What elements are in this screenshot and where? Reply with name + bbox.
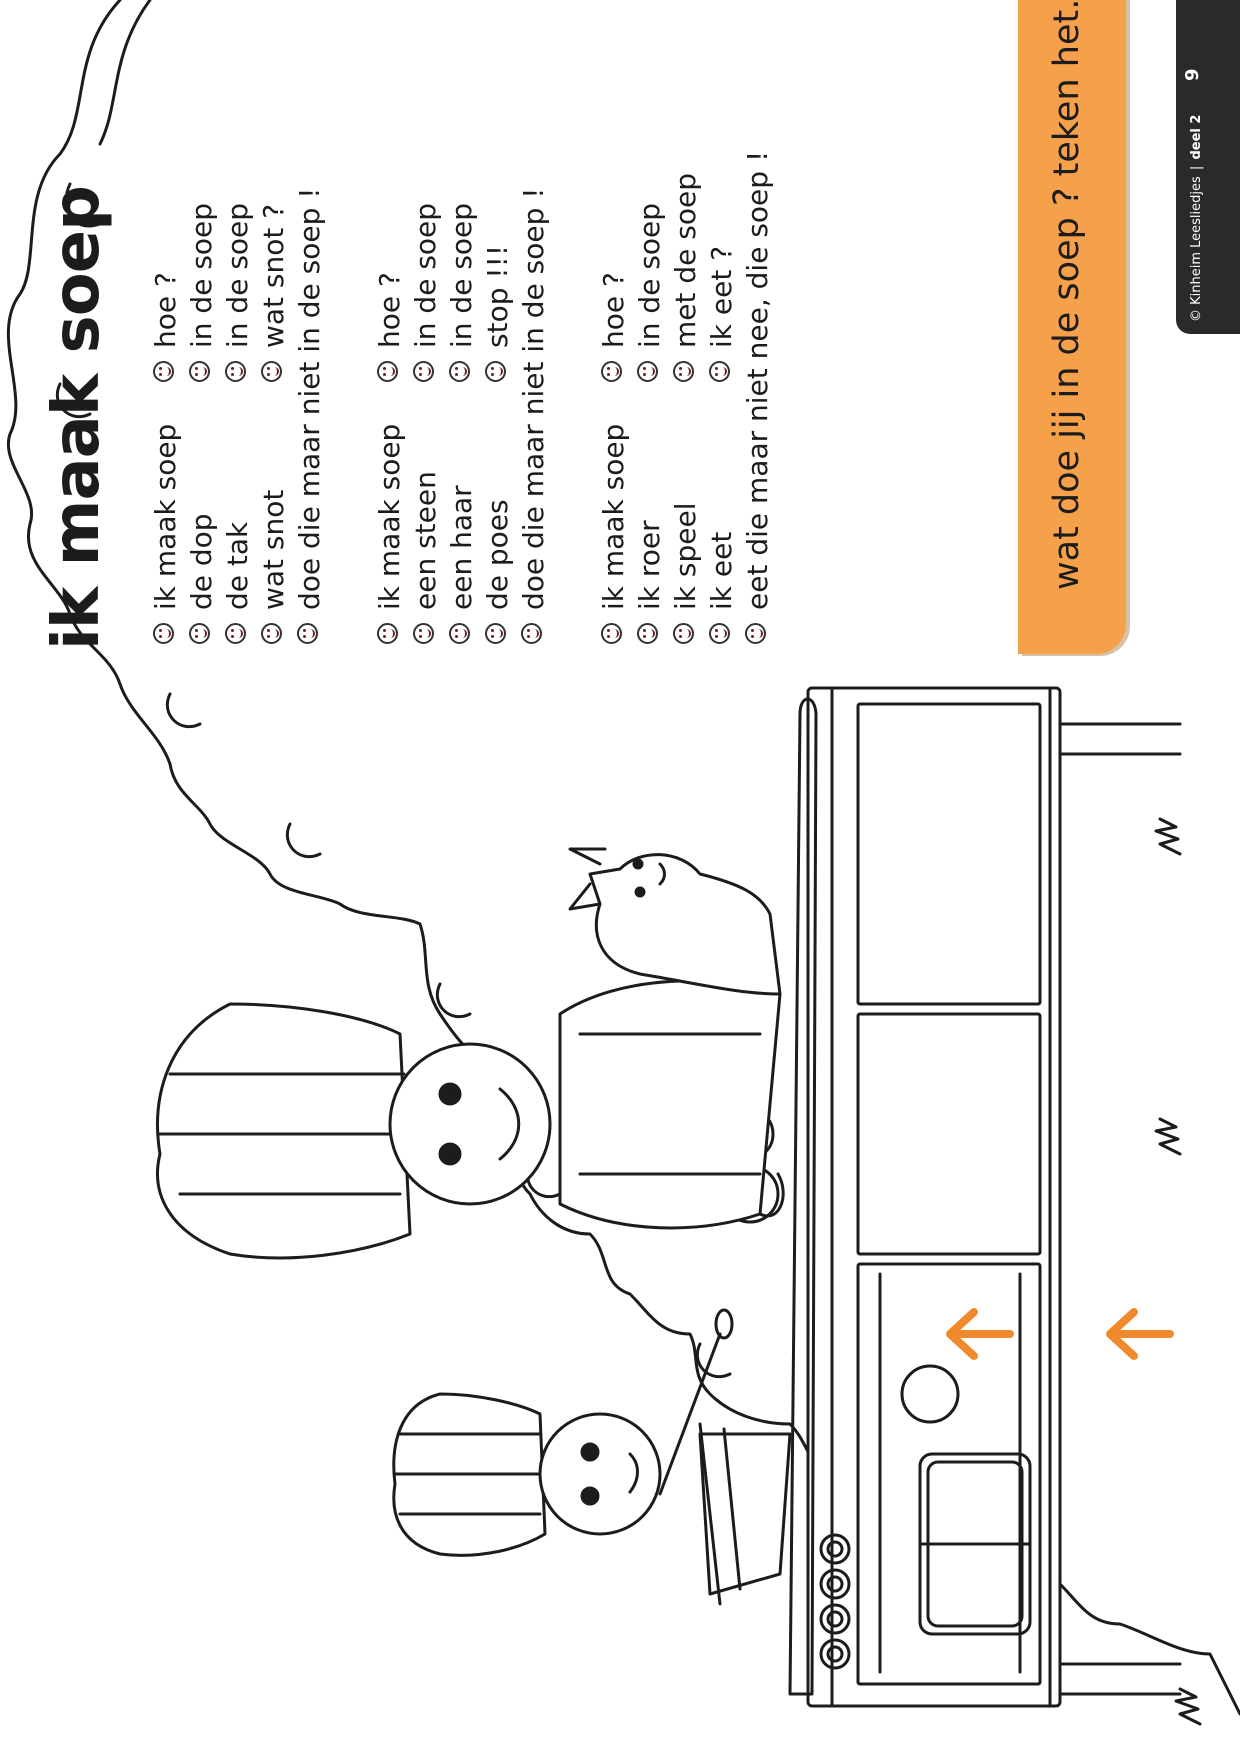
cooking-pot [698,1432,792,1596]
smiley-icon [449,623,470,644]
page-number: 9 [1182,68,1203,81]
chef-face-large [388,1042,552,1206]
smiley-icon [521,623,542,644]
smiley-icon [297,623,318,644]
verse-line: ik roer in de soep [632,4,668,644]
verse-line: wat snot wat snot ? [256,4,292,644]
smiley-icon [485,623,506,644]
smiley-icon [413,623,434,644]
smiley-icon [153,361,174,382]
smiley-icon [637,361,658,382]
smiley-icon [673,623,694,644]
up-arrow-icon [946,1308,1014,1360]
counter [806,686,1062,1708]
smiley-icon [745,623,766,644]
smiley-icon [261,623,282,644]
verse-line: ik eet ik eet ? [704,4,740,644]
smiley-icon [153,623,174,644]
verse-line: ik maak soep hoe ? [148,4,184,644]
verse-line: de poes stop !!! [480,4,516,644]
smiley-icon [189,361,210,382]
verse-line: ik maak soep hoe ? [596,4,632,644]
smiley-icon [413,361,434,382]
verse-line: eet die maar niet nee, die soep ! [740,4,776,644]
footer-tab [1176,0,1240,334]
verse-line: ik maak soep hoe ? [372,4,408,644]
smiley-icon [449,361,470,382]
smiley-icon [601,361,622,382]
smiley-icon [673,361,694,382]
smiley-icon [637,623,658,644]
chef-face-small [538,1412,662,1536]
smiley-icon [601,623,622,644]
smiley-icon [225,361,246,382]
verse-line: doe die maar niet in de soep ! [292,4,328,644]
chef-hat-large [156,1002,412,1260]
smiley-icon [377,623,398,644]
smiley-icon [261,361,282,382]
copyright-text: © Kinheim Leesliedjes | deel 2 [1189,114,1204,322]
smiley-icon [189,623,210,644]
smiley-icon [377,361,398,382]
verse-line: de tak in de soep [220,4,256,644]
verse-line: een steen in de soep [408,4,444,644]
verse-line: de dop in de soep [184,4,220,644]
verse-line: een haar in de soep [444,4,480,644]
smiley-icon [485,361,506,382]
up-arrow-icon [1106,1308,1174,1360]
verse-line: doe die maar niet in de soep ! [516,4,552,644]
page-title: ik maak soep [40,186,114,650]
drawing-prompt: wat doe jij in de soep ? teken het. [1047,0,1087,590]
smiley-icon [225,623,246,644]
smiley-icon [709,361,730,382]
smiley-icon [709,623,730,644]
verse-line: ik speel met de soep [668,4,704,644]
cat [588,853,782,996]
